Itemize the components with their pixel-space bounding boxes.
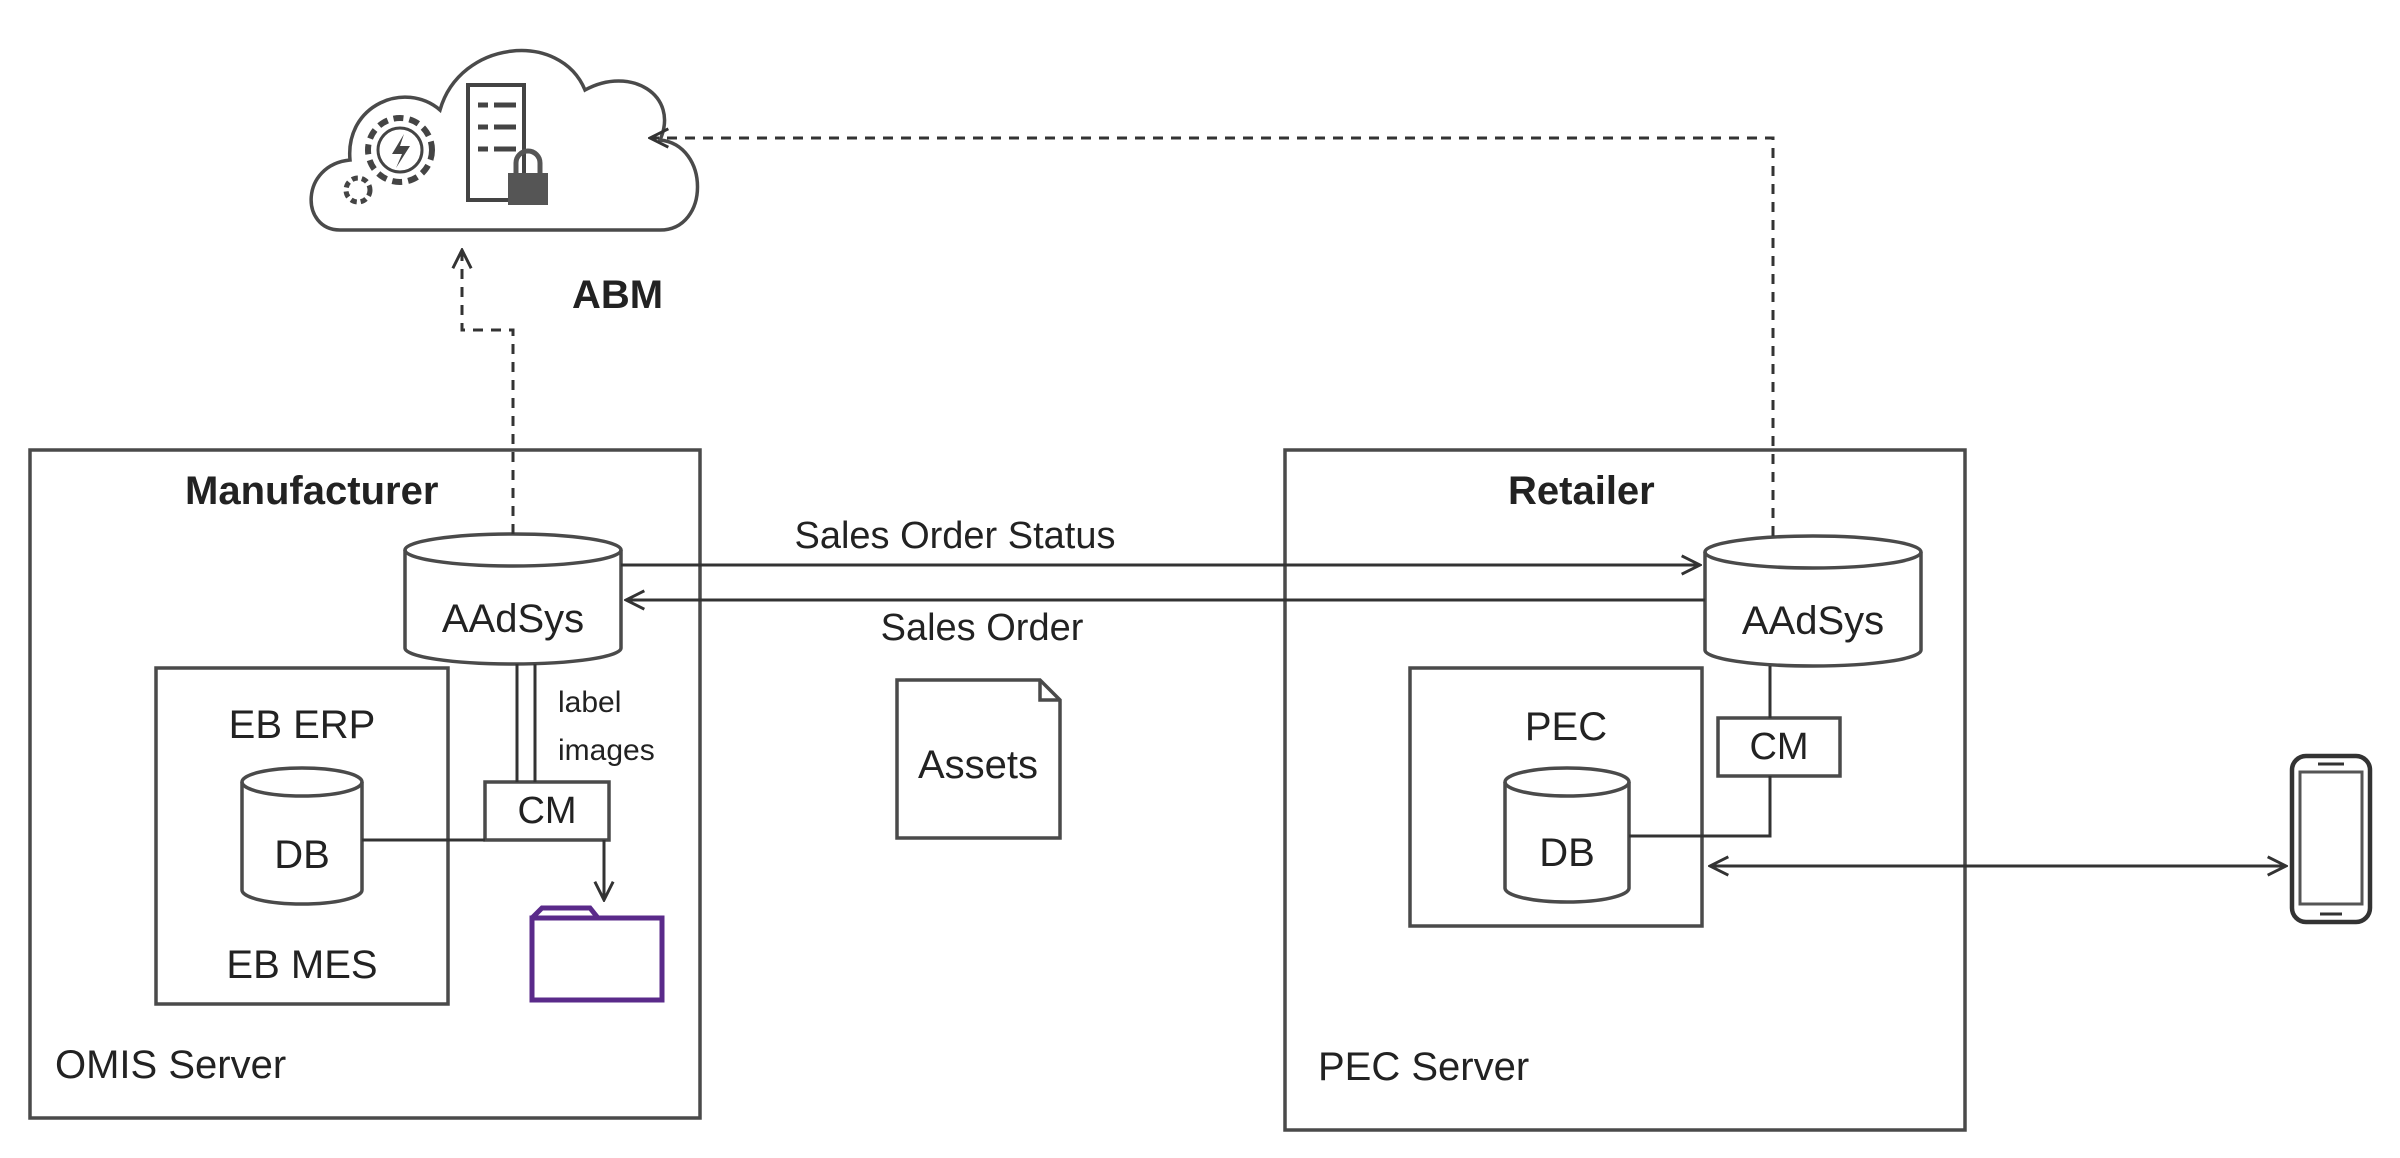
- abm-cloud: [309, 48, 700, 232]
- pec-server-box: [1283, 448, 1967, 1132]
- pec-label: PEC: [1525, 705, 1607, 749]
- retailer-cm-label: CM: [1749, 726, 1808, 768]
- pec-server-label: PEC Server: [1318, 1045, 1529, 1089]
- sales-order-label: Sales Order: [881, 607, 1084, 649]
- manufacturer-aadsys-label: AAdSys: [442, 597, 584, 641]
- sales-order-status-label: Sales Order Status: [794, 515, 1115, 557]
- abm-label: ABM: [572, 273, 663, 317]
- manufacturer-db-label: DB: [274, 833, 330, 877]
- label-images-folder-icon: [529, 905, 665, 1003]
- label-edge-text: label: [558, 686, 621, 719]
- images-edge-text: images: [558, 734, 655, 767]
- omis-server-label: OMIS Server: [55, 1043, 286, 1087]
- eb-erp-label: EB ERP: [229, 703, 376, 747]
- manufacturer-cm-label: CM: [517, 790, 576, 832]
- eb-mes-label: EB MES: [226, 943, 377, 987]
- manufacturer-title: Manufacturer: [185, 469, 438, 513]
- manufacturer-db-cylinder: [240, 766, 364, 906]
- retailer-db-cylinder: [1503, 766, 1631, 904]
- manufacturer-cm-box: [483, 780, 611, 842]
- retailer-title: Retailer: [1508, 469, 1655, 513]
- assets-label: Assets: [918, 743, 1038, 787]
- eb-erp-mes-box: [154, 666, 450, 1006]
- checklist-lock-icon: [466, 83, 548, 205]
- assets-document-icon: [895, 678, 1062, 840]
- retailer-cm-box: [1716, 716, 1842, 778]
- retailer-db-label: DB: [1539, 831, 1595, 875]
- omis-server-box: [28, 448, 702, 1120]
- gear-lightning-icon: [343, 115, 435, 205]
- pec-box: [1408, 666, 1704, 928]
- retailer-aadsys-label: AAdSys: [1742, 599, 1884, 643]
- retailer-aadsys-cylinder: [1703, 534, 1923, 668]
- smartphone-icon: [2289, 753, 2373, 925]
